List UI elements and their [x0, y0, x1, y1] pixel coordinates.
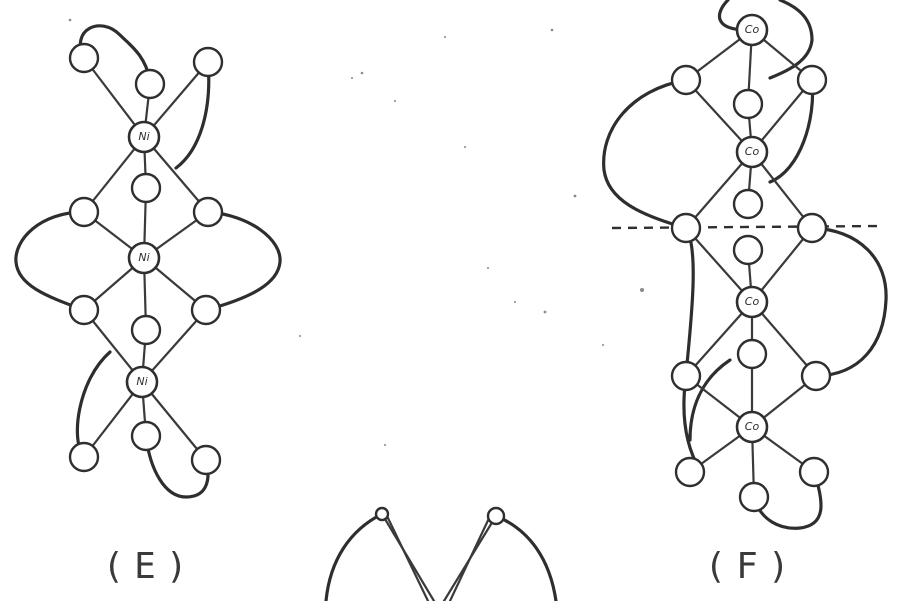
ligand-atom: [130, 420, 162, 452]
ligand-atom: [732, 234, 764, 266]
partial-structure-bottom: [324, 506, 558, 601]
metal-label: Co: [745, 295, 760, 308]
ligand-atom: [68, 196, 100, 228]
ligand-atom: [68, 42, 100, 74]
structure-f-ligands: [670, 64, 832, 513]
structure-f-metals: Co Co Co Co: [735, 13, 769, 444]
metal-atom: [735, 135, 769, 169]
ligand-atom: [374, 506, 390, 522]
structure-e: Ni Ni Ni (E): [14, 24, 282, 587]
ligand-atom: [68, 294, 100, 326]
ligand-atom: [732, 88, 764, 120]
metal-atom: [125, 365, 159, 399]
ligand-atom: [68, 441, 100, 473]
scan-noise: [68, 18, 644, 446]
metal-label: Co: [745, 23, 760, 36]
ligand-atom: [738, 481, 770, 513]
metal-label: Ni: [138, 130, 149, 143]
ligand-atom: [130, 172, 162, 204]
ligand-atom: [670, 212, 702, 244]
metal-label: Ni: [138, 251, 149, 264]
ligand-atom: [670, 64, 702, 96]
metal-atom: [735, 410, 769, 444]
ligand-atom: [670, 360, 702, 392]
ligand-atom: [192, 46, 224, 78]
ligand-atom: [796, 64, 828, 96]
ligand-atom: [130, 314, 162, 346]
structure-e-caption: (E): [102, 546, 197, 587]
ligand-atom: [486, 506, 506, 526]
metal-label: Co: [745, 420, 760, 433]
ligand-atom: [192, 196, 224, 228]
metal-atom: [127, 241, 161, 275]
symmetry-dashed-line: [611, 224, 883, 230]
ligand-atom: [134, 68, 166, 100]
metal-atom: [735, 285, 769, 319]
ligand-atom: [732, 188, 764, 220]
structure-f-caption: (F): [704, 546, 799, 587]
ligand-atom: [736, 338, 768, 370]
ligand-atom: [796, 212, 828, 244]
structure-e-metals: Ni Ni Ni: [125, 120, 161, 399]
metal-label: Co: [745, 145, 760, 158]
metal-atom: [127, 120, 161, 154]
structure-e-ligands: [68, 42, 224, 476]
metal-atom: [735, 13, 769, 47]
ligand-atom: [800, 360, 832, 392]
ligand-atom: [190, 294, 222, 326]
ligand-atom: [674, 456, 706, 488]
structure-f: Co Co Co Co (F): [602, 0, 888, 587]
ligand-atom: [190, 444, 222, 476]
ligand-atom: [798, 456, 830, 488]
metal-label: Ni: [136, 375, 147, 388]
